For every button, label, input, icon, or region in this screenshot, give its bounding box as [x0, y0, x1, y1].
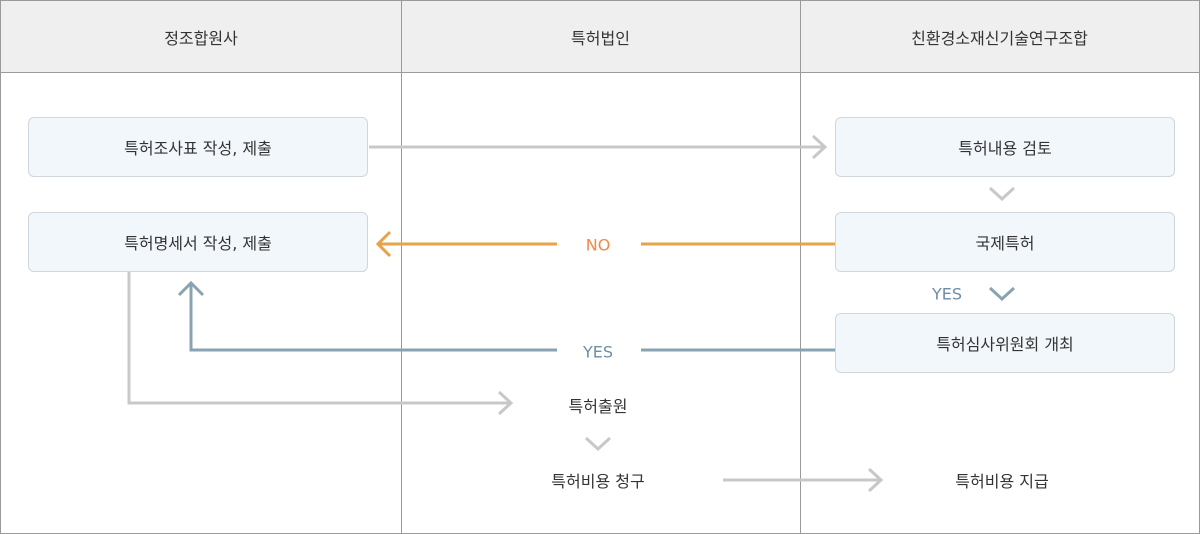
arrow-yes-line-left	[189, 285, 557, 352]
chevron-filing-to-billing	[584, 436, 612, 452]
node-filing: 특허출원	[568, 397, 628, 416]
chevron-review-to-intl	[988, 186, 1016, 202]
label-yes-intl: YES	[931, 284, 963, 304]
node-spec: 특허명세서 작성, 제출	[28, 212, 368, 272]
node-spec-label: 특허명세서 작성, 제출	[124, 234, 272, 253]
column-divider	[401, 1, 402, 533]
chevron-intl-to-committee	[988, 286, 1016, 302]
node-review-label: 특허내용 검토	[958, 139, 1052, 158]
arrowhead-no	[375, 230, 392, 258]
label-no: NO	[585, 235, 611, 255]
column-divider	[800, 1, 801, 533]
node-survey: 특허조사표 작성, 제출	[28, 117, 368, 177]
arrowhead-survey-to-review	[811, 134, 828, 160]
node-intl: 국제특허	[835, 212, 1175, 272]
node-review: 특허내용 검토	[835, 117, 1175, 177]
arrowhead-billing-to-payment	[867, 467, 884, 493]
arrowhead-spec-to-filing	[497, 390, 514, 416]
column-header-research-association: 친환경소재신기술연구조합	[800, 1, 1199, 73]
node-payment: 특허비용 지급	[955, 472, 1049, 491]
node-intl-label: 국제특허	[975, 234, 1035, 253]
node-survey-label: 특허조사표 작성, 제출	[124, 139, 272, 158]
column-header-patent-firm: 특허법인	[401, 1, 800, 73]
node-billing: 특허비용 청구	[551, 472, 645, 491]
label-yes-committee: YES	[582, 342, 614, 362]
node-committee: 특허심사위원회 개최	[835, 313, 1175, 373]
arrow-spec-to-filing	[127, 272, 511, 405]
column-header-member-company: 정조합원사	[1, 1, 401, 73]
arrowhead-yes	[177, 280, 205, 297]
node-committee-label: 특허심사위원회 개최	[936, 335, 1074, 354]
